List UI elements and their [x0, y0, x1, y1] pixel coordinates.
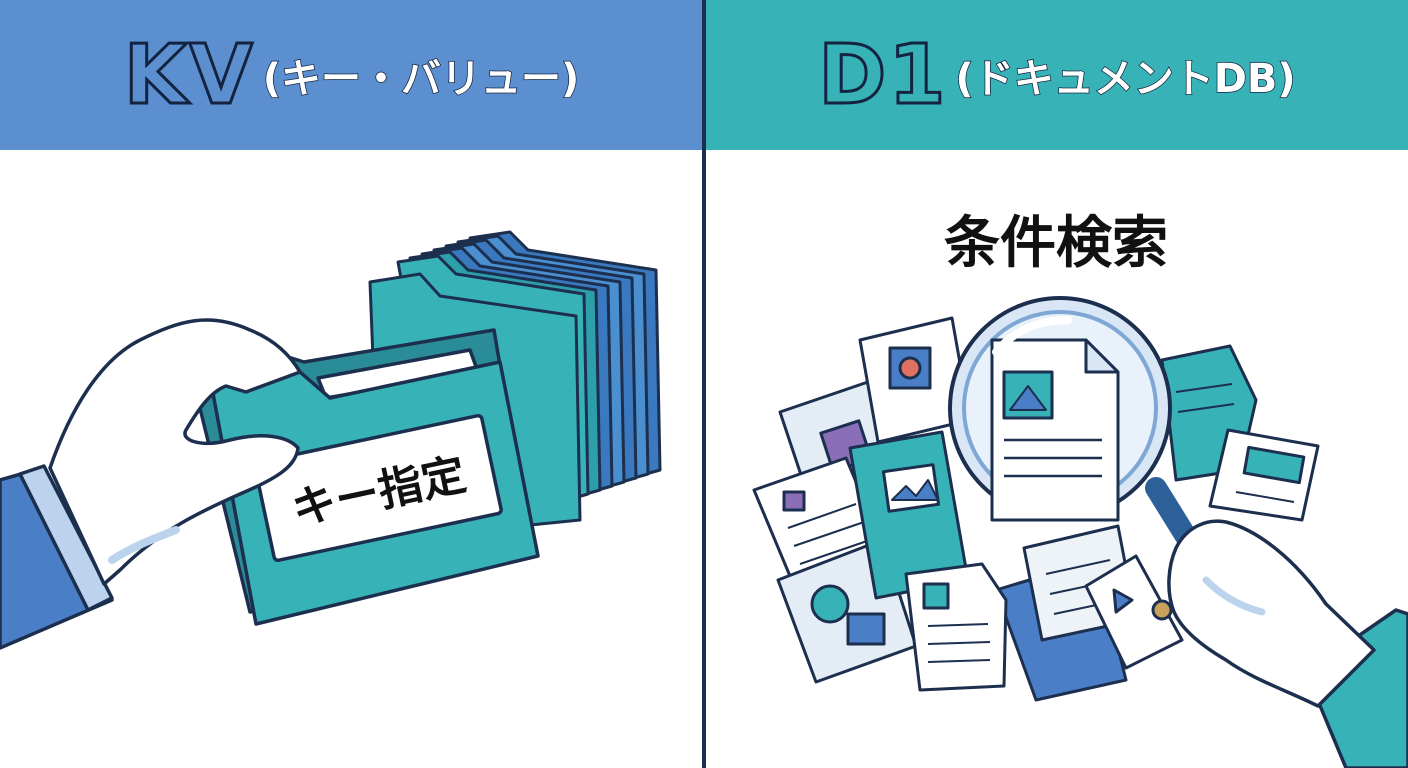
kv-illustration: [0, 230, 662, 650]
magnifying-glass-icon: [948, 296, 1239, 615]
kv-header: KV (キー・バリュー): [0, 0, 703, 150]
document-icon: [1084, 554, 1184, 670]
panel-divider: [702, 0, 706, 768]
kv-panel: KV (キー・バリュー) キー指定: [0, 0, 703, 768]
d1-title: D1: [817, 26, 948, 124]
kv-subtitle: (キー・バリュー): [262, 55, 580, 103]
folder-icon: [194, 328, 540, 626]
hand-icon: [0, 318, 302, 650]
image-icon: [848, 430, 970, 600]
d1-panel: D1 (ドキュメントDB) 条件検索: [706, 0, 1408, 768]
d1-header: D1 (ドキュメントDB): [706, 0, 1408, 150]
document-icon: [1208, 428, 1320, 522]
condition-search-label: 条件検索: [944, 211, 1168, 276]
document-icon: [858, 316, 972, 444]
d1-subtitle: (ドキュメントDB): [955, 55, 1297, 103]
hand-icon: [1167, 519, 1408, 768]
document-icon: [904, 562, 1008, 692]
kv-title: KV: [122, 26, 255, 124]
d1-illustration: [752, 296, 1408, 768]
